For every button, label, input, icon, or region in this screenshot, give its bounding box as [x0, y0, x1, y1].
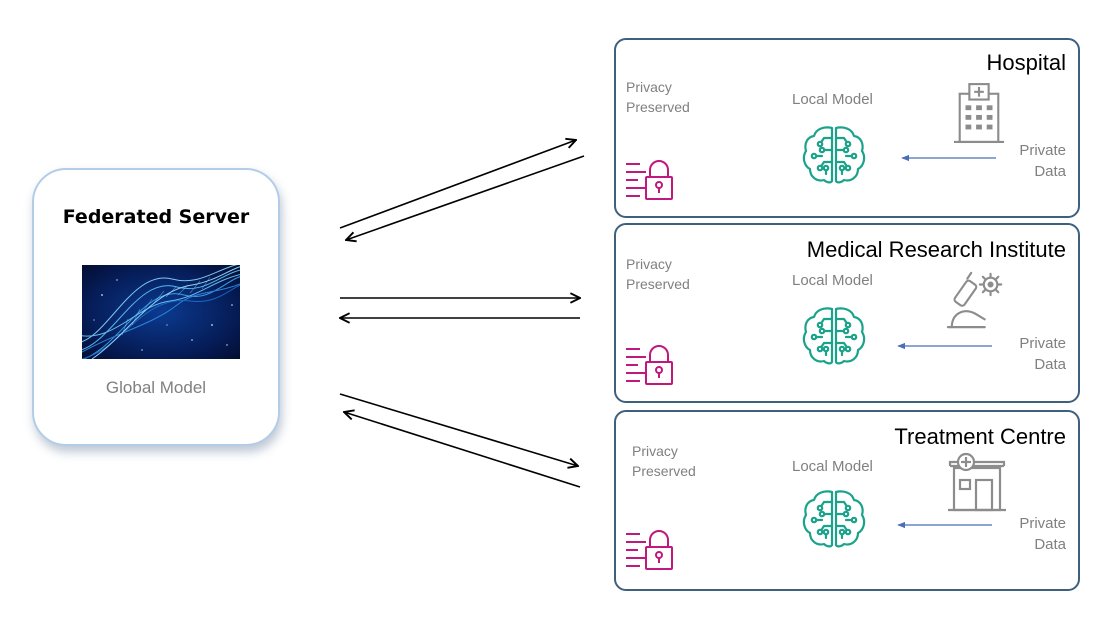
privacy-preserved-label: Privacy Preserved [626, 254, 690, 294]
site-title: Hospital [986, 50, 1066, 75]
dna-helix-image [82, 265, 240, 359]
server-title: Federated Server [62, 206, 250, 228]
data-line: Data [1034, 356, 1066, 373]
federated-server-box: Federated Server [32, 168, 280, 446]
brain-circuit-icon [802, 490, 866, 548]
data-line: Data [1034, 536, 1066, 553]
privacy-preserved-label: Privacy Preserved [626, 77, 690, 117]
local-model-label: Local Model [792, 458, 873, 475]
privacy-line: Privacy [626, 79, 672, 95]
data-line: Data [1034, 163, 1066, 180]
global-model-label: Global Model [105, 378, 207, 397]
arrow-server-to-hospital [339, 140, 576, 229]
data-flow-arrow [897, 521, 992, 529]
privacy-line: Privacy [626, 256, 672, 272]
site-hospital: Hospital Privacy Preserved Local Model [614, 38, 1080, 218]
hospital-building-icon [953, 83, 1005, 144]
preserved-line: Preserved [632, 463, 696, 479]
arrow-treatment-to-server [344, 412, 581, 488]
arrow-hospital-to-server [346, 155, 585, 240]
site-title: Treatment Centre [894, 424, 1066, 449]
privacy-lock-icon [626, 160, 673, 200]
site-treatment-centre: Treatment Centre Privacy Preserved Local… [614, 410, 1080, 591]
private-line: Private [1019, 142, 1066, 159]
site-title: Medical Research Institute [806, 237, 1066, 262]
privacy-lock-icon [626, 345, 673, 385]
private-line: Private [1019, 515, 1066, 532]
brain-circuit-icon [802, 126, 866, 184]
privacy-lock-icon [626, 530, 673, 570]
preserved-line: Preserved [626, 99, 690, 115]
data-flow-arrow [901, 154, 996, 162]
private-data-label: Private Data [1019, 513, 1066, 555]
microscope-virus-icon [946, 271, 1003, 329]
local-model-label: Local Model [792, 272, 873, 289]
privacy-preserved-label: Privacy Preserved [632, 441, 696, 481]
brain-circuit-icon [802, 307, 866, 365]
local-model-label: Local Model [792, 91, 873, 108]
clinic-building-icon [948, 452, 1006, 512]
private-data-label: Private Data [1019, 333, 1066, 375]
private-data-label: Private Data [1019, 140, 1066, 182]
site-medical-research-institute: Medical Research Institute Privacy Prese… [614, 223, 1080, 403]
data-flow-arrow [897, 342, 992, 350]
privacy-line: Privacy [632, 443, 678, 459]
preserved-line: Preserved [626, 276, 690, 292]
arrow-server-to-treatment [339, 393, 578, 466]
private-line: Private [1019, 335, 1066, 352]
